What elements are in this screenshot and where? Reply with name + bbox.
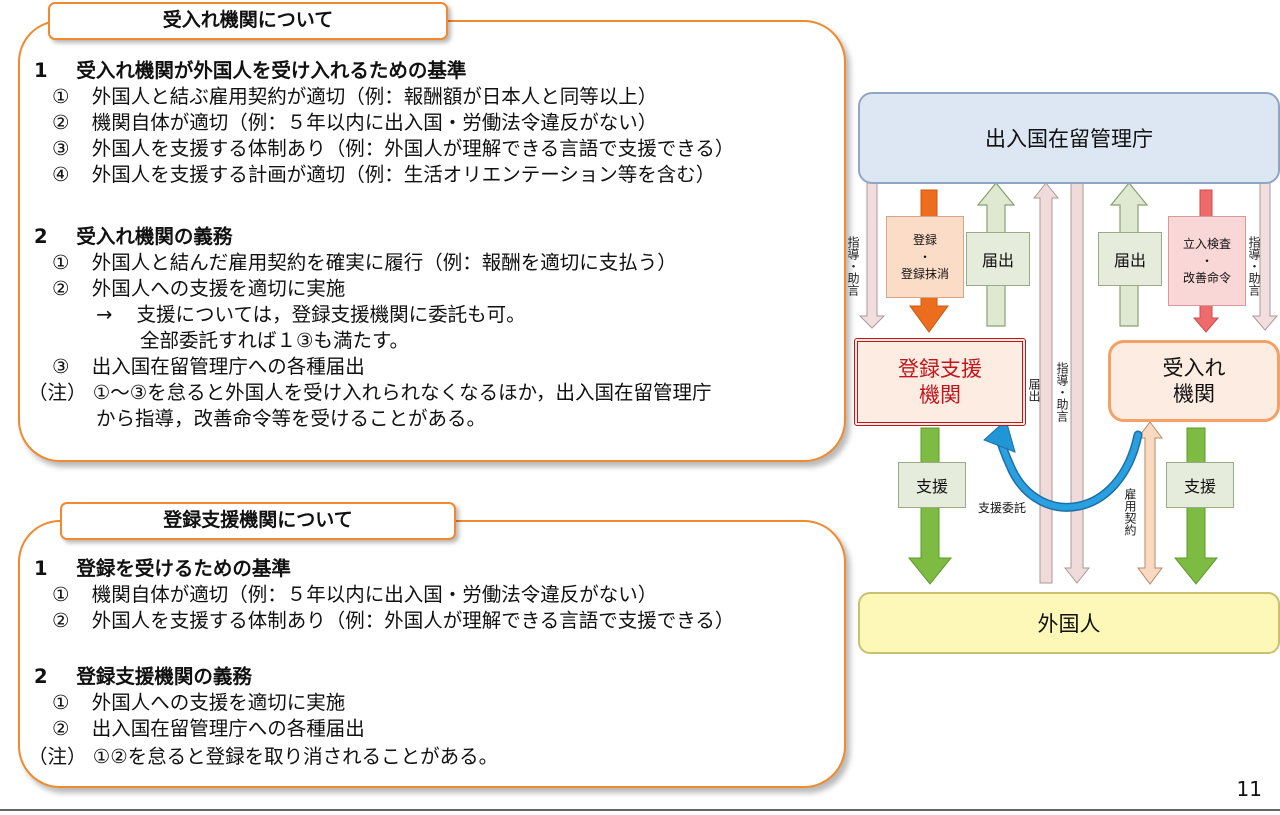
note: （注） ①～③を怠ると外国人を受け入れられなくなるほか，出入国在留管理庁 — [28, 381, 712, 404]
label-notification-long: 届出 — [1027, 378, 1041, 402]
list-item: ③ 出入国在留管理庁への各種届出 — [52, 355, 365, 378]
note: から指導，改善命令等を受けることがある。 — [96, 407, 487, 430]
arrow-guidance-right — [1251, 182, 1279, 331]
list-item: ② 出入国在留管理庁への各種届出 — [52, 717, 365, 740]
tab-registered-org: 登録支援機関について — [60, 502, 456, 540]
label-support-delegation: 支援委託 — [978, 501, 1027, 515]
sub-note: → 支援については，登録支援機関に委託も可。 — [96, 303, 526, 326]
label-guidance-long: 指導・助言 — [1055, 362, 1069, 422]
box-registered-support-org: 登録支援 機関 — [854, 338, 1026, 426]
box-inspection: 立入検査 ・ 改善命令 — [1168, 216, 1246, 306]
footer-rule — [0, 809, 1280, 811]
list-item: ① 外国人と結ぶ雇用契約が適切（例：報酬額が日本人と同等以上） — [52, 85, 658, 108]
arrow-guidance-left — [858, 182, 886, 329]
tab-receiving-org: 受入れ機関について — [48, 2, 448, 40]
box-support-left: 支援 — [898, 462, 966, 508]
panel-receiving-org — [18, 20, 846, 462]
list-item: ② 外国人を支援する体制あり（例：外国人が理解できる言語で支援できる） — [52, 609, 735, 632]
list-item: ③ 外国人を支援する体制あり（例：外国人が理解できる言語で支援できる） — [52, 137, 735, 160]
box-support-right: 支援 — [1166, 462, 1234, 508]
sub-note: 全部委託すれば１③も満たす。 — [140, 329, 410, 352]
heading-receiving-criteria: 1 受入れ機関が外国人を受け入れるための基準 — [34, 58, 466, 83]
arrow-notification-long — [1032, 182, 1060, 584]
box-notification-right: 届出 — [1098, 232, 1162, 286]
heading-registered-obligations: 2 登録支援機関の義務 — [34, 665, 252, 688]
list-item: ② 外国人への支援を適切に実施 — [52, 277, 346, 300]
arrow-guidance-long — [1063, 182, 1091, 584]
heading-receiving-obligations: 2 受入れ機関の義務 — [34, 225, 233, 248]
heading-number: 1 — [34, 59, 48, 82]
label-guidance-left: 指導・助言 — [846, 236, 860, 296]
panel-registered-org — [18, 520, 846, 788]
list-item: ① 機関自体が適切（例：５年以内に出入国・労働法令違反がない） — [52, 583, 658, 606]
heading-text: 受入れ機関が外国人を受け入れるための基準 — [76, 59, 467, 82]
box-notification-left: 届出 — [966, 232, 1030, 286]
box-receiving-org: 受入れ 機関 — [1108, 340, 1280, 422]
box-foreigner: 外国人 — [858, 592, 1280, 654]
label-employment-contract: 雇用契約 — [1123, 488, 1137, 536]
arrow-employment-contract — [1137, 421, 1163, 585]
page-number: 11 — [1236, 777, 1262, 801]
list-item: ④ 外国人を支援する計画が適切（例：生活オリエンテーション等を含む） — [52, 163, 716, 186]
box-immigration-agency: 出入国在留管理庁 — [858, 92, 1280, 184]
list-item: ① 外国人と結んだ雇用契約を確実に履行（例：報酬を適切に支払う） — [52, 251, 677, 274]
heading-registration-criteria: 1 登録を受けるための基準 — [34, 557, 291, 580]
arrow-support-delegation-head — [983, 419, 1016, 453]
box-registration: 登録 ・ 登録抹消 — [886, 216, 964, 298]
label-guidance-right: 指導・助言 — [1247, 236, 1261, 296]
list-item: ① 外国人への支援を適切に実施 — [52, 691, 346, 714]
note: （注） ①②を怠ると登録を取り消されることがある。 — [28, 745, 499, 768]
list-item: ② 機関自体が適切（例：５年以内に出入国・労働法令違反がない） — [52, 111, 658, 134]
